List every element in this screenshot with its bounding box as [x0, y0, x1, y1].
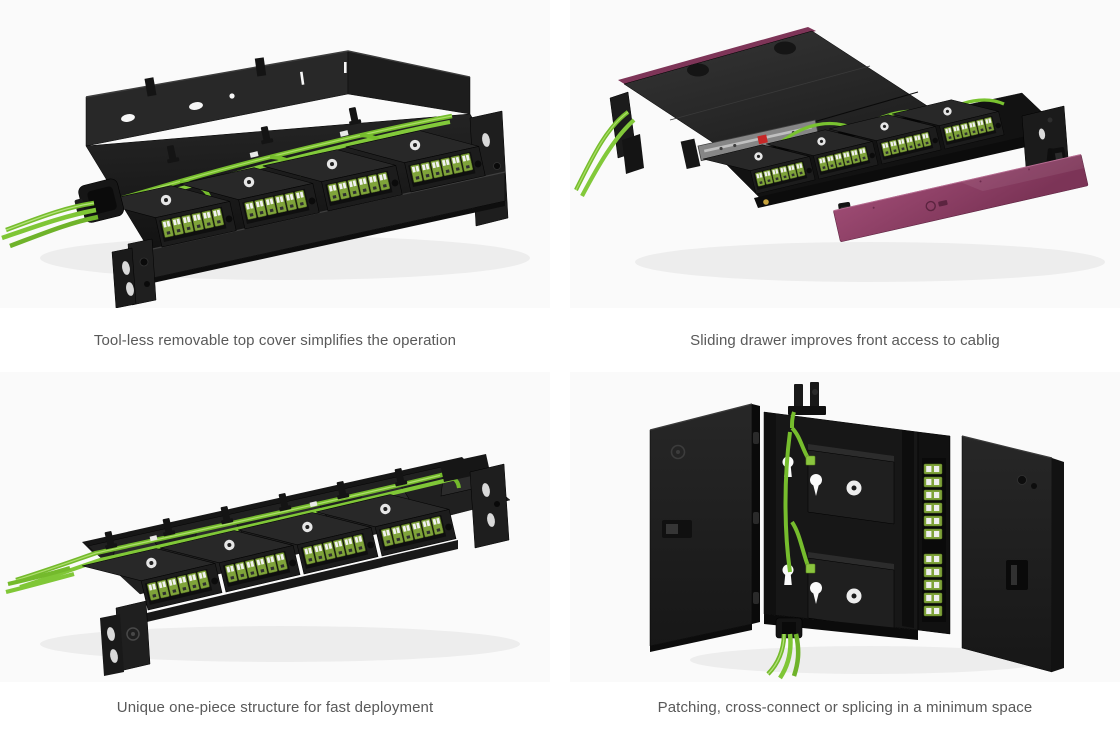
magenta-edge	[618, 27, 816, 85]
ground-screw	[763, 199, 769, 205]
one-piece-panel-illustration	[5, 454, 520, 676]
right-door	[961, 435, 1064, 673]
feature-caption: Sliding drawer improves front access to …	[570, 308, 1120, 372]
feature-caption: Patching, cross-connect or splicing in a…	[570, 682, 1120, 733]
cable-entry-bracket	[74, 178, 124, 223]
magenta-front-panel	[833, 147, 1089, 242]
adapter-strip	[917, 431, 951, 635]
center-divider	[902, 430, 914, 628]
right-rack-ear	[440, 454, 510, 549]
exit-cables	[766, 633, 801, 680]
exit-cables	[1, 200, 99, 249]
feature-image-sliding-drawer	[570, 0, 1120, 308]
box-bottom	[764, 614, 918, 640]
feature-card-top-cover: Tool-less removable top cover simplifies…	[0, 0, 550, 372]
feature-caption: Tool-less removable top cover simplifies…	[0, 308, 550, 372]
feature-card-wall-mount: Patching, cross-connect or splicing in a…	[570, 372, 1120, 733]
sliding-drawer-illustration	[574, 27, 1105, 282]
feature-image-wall-mount	[570, 372, 1120, 682]
left-end-plate	[100, 600, 151, 676]
fs-logo	[925, 200, 948, 212]
feature-image-one-piece	[0, 372, 550, 682]
drawer-front-lip	[754, 132, 1048, 208]
chassis-left-end	[609, 91, 644, 174]
feature-caption: Unique one-piece structure for fast depl…	[0, 682, 550, 733]
exit-cables	[5, 565, 75, 595]
front-lip	[134, 540, 458, 625]
fs-logo	[670, 444, 686, 460]
exit-cables	[574, 110, 636, 197]
top-bracket	[788, 382, 826, 415]
bottom-cassette	[807, 552, 895, 631]
interior-cable	[783, 431, 792, 573]
feature-card-sliding-drawer: Sliding drawer improves front access to …	[570, 0, 1120, 372]
feature-image-top-cover	[0, 0, 550, 308]
left-rack-ear	[111, 238, 157, 308]
wall-mount-enclosure-illustration	[649, 382, 1064, 680]
back-wall	[85, 50, 471, 147]
left-door	[649, 403, 760, 652]
top-cassette	[807, 444, 895, 525]
rail-release-tab	[757, 134, 768, 145]
feature-card-one-piece: Unique one-piece structure for fast depl…	[0, 372, 550, 733]
rack-panel-open-illustration	[1, 50, 530, 308]
cassette-cables	[790, 411, 816, 574]
